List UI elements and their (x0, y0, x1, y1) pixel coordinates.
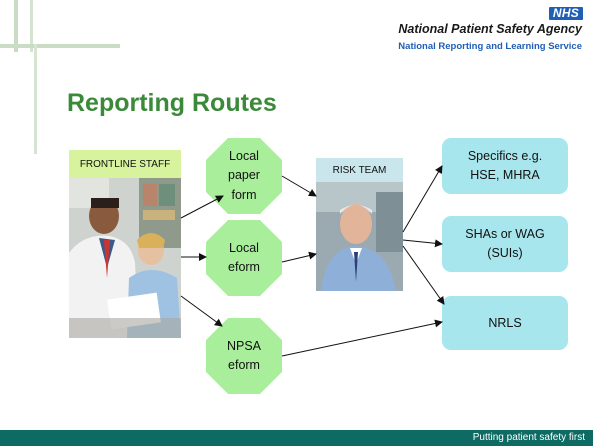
frontline-staff-photo (69, 178, 181, 338)
route-local-eform: Local eform (206, 220, 282, 296)
arrow-risk-to-specifics (402, 165, 443, 233)
arrow-npsa-to-nrls (281, 319, 443, 357)
risk-team-photo-illustration (316, 182, 403, 291)
arrow-paper-to-risk (281, 175, 317, 197)
frontline-staff-label: FRONTLINE STAFF (69, 150, 181, 178)
arrow-local-eform-to-risk (281, 251, 317, 263)
destination-shas-wag: SHAs or WAG (SUIs) (442, 216, 568, 272)
slide-title: Reporting Routes (67, 89, 277, 117)
decorative-line (14, 0, 18, 52)
destination-nrls: NRLS (442, 296, 568, 350)
agency-name: National Patient Safety Agency (398, 22, 582, 36)
destination-specifics: Specifics e.g. HSE, MHRA (442, 138, 568, 194)
frontline-photo-illustration (69, 178, 181, 338)
arrow-frontline-to-npsa (180, 295, 223, 327)
route-npsa-eform: NPSA eform (206, 318, 282, 394)
risk-team-photo (316, 182, 403, 291)
decorative-line (34, 44, 37, 154)
nhs-logo-text: NHS (552, 6, 580, 20)
route-local-paper-form: Local paper form (206, 138, 282, 214)
footer-bar: Putting patient safety first (0, 430, 593, 446)
arrow-risk-to-nrls (402, 245, 445, 305)
footer-tagline: Putting patient safety first (472, 432, 585, 443)
arrow-risk-to-shas (402, 239, 443, 248)
decorative-line (0, 44, 120, 48)
service-name: National Reporting and Learning Service (398, 41, 582, 52)
risk-team-label: RISK TEAM (316, 158, 403, 182)
decorative-line (30, 0, 33, 52)
nhs-logo: NHS (549, 6, 583, 20)
